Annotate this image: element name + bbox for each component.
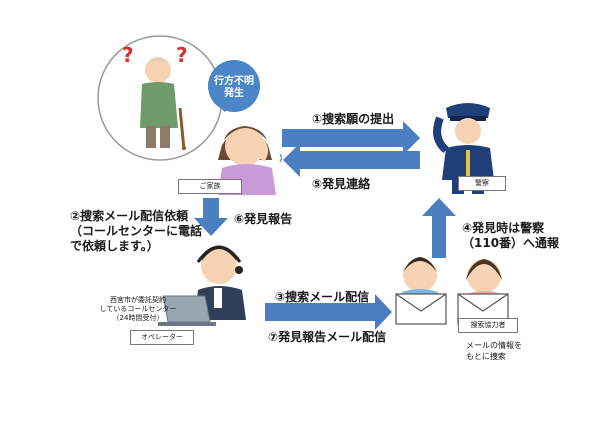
arrow-police-to-family (283, 143, 420, 177)
step-4-label: ④発見時は警察 （110番）へ通報 (462, 221, 559, 251)
step-3-label: ③捜索メール配信 (275, 290, 369, 304)
operator-tag: オペレーター (130, 330, 194, 345)
svg-text:?: ? (122, 43, 134, 67)
step-2-line-2: （コールセンターに電話 (70, 224, 202, 239)
step-6-label: ⑥発見報告 (234, 212, 292, 226)
call-center-line-2: しているコールセンター (98, 305, 178, 314)
bubble-line-1: 行方不明 (208, 76, 260, 88)
call-center-line-1: 西宮市が委託契約 (98, 296, 178, 305)
family-tag: ご家族 (178, 179, 242, 194)
call-center-note: 西宮市が委託契約 しているコールセンター （24時間受付） (98, 296, 178, 323)
call-center-line-3: （24時間受付） (98, 314, 178, 323)
step-2-line-3: で依頼します。） (70, 239, 202, 254)
step-4-line-2: （110番）へ通報 (462, 236, 559, 251)
step-5-label: ⑤発見連絡 (312, 177, 370, 191)
helpers-illustration (396, 257, 508, 324)
elderly-person-illustration: ? ? (98, 36, 222, 160)
step-2-label: ②捜索メール配信依頼 （コールセンターに電話 で依頼します。） (70, 209, 202, 254)
step-4-line-1: ④発見時は警察 (462, 221, 559, 236)
step-7-label: ⑦発見報告メール配信 (268, 330, 386, 344)
step-2-line-1: ②捜索メール配信依頼 (70, 209, 202, 224)
search-note: メールの情報を もとに捜索 (466, 340, 522, 362)
bubble-text: 行方不明 発生 (208, 76, 260, 100)
police-tag: 警察 (458, 176, 506, 191)
step-1-label: ①捜索願の提出 (312, 112, 394, 126)
helpers-tag: 捜索協力者 (458, 318, 518, 333)
search-note-line-1: メールの情報を (466, 340, 522, 351)
bubble-line-2: 発生 (208, 88, 260, 100)
arrow-helpers-to-police (422, 198, 456, 258)
search-note-line-2: もとに捜索 (466, 351, 522, 362)
svg-text:?: ? (176, 43, 188, 67)
arrow-family-to-police (282, 121, 420, 155)
